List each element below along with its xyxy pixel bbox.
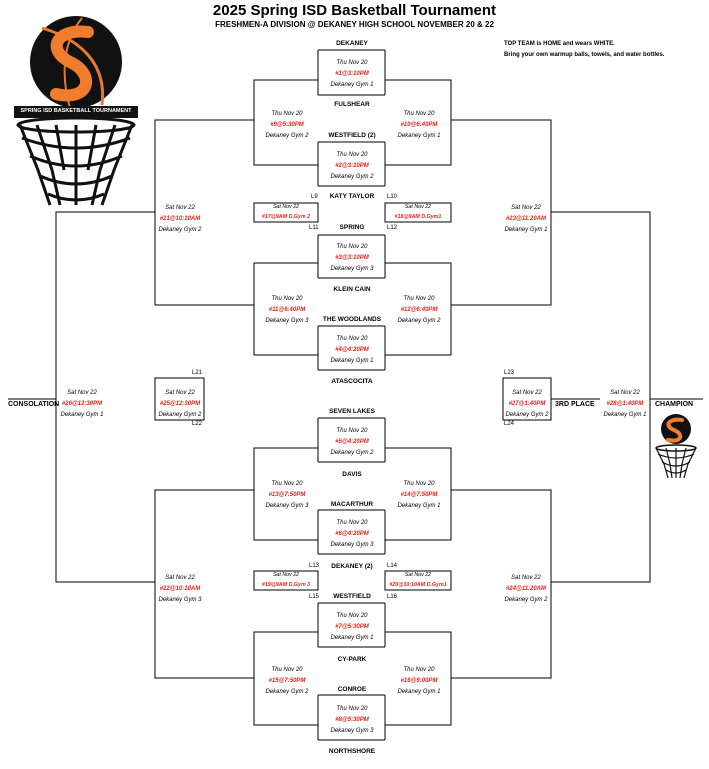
match-line-g9 <box>253 79 318 166</box>
label-l16: L16 <box>387 594 398 600</box>
team-dekaney: DEKANEY <box>336 40 368 47</box>
match-line-g1 <box>317 49 386 96</box>
team-cy-park: CY-PARK <box>337 656 367 663</box>
game-20: Sat Nov 22#20@10:10AM D.Gym1 <box>389 572 447 588</box>
match-line-g8 <box>317 694 386 741</box>
label-l24: L24 <box>504 421 515 427</box>
match-line-g5 <box>317 417 386 463</box>
match-line-g14 <box>385 447 452 541</box>
team-davis: DAVIS <box>342 471 362 478</box>
match-line-g3 <box>317 234 386 279</box>
match-line-g20 <box>384 570 452 591</box>
match-line-g26 <box>55 211 155 583</box>
match-line-g2 <box>317 141 386 187</box>
basketball-logo <box>14 16 138 206</box>
team-the-woodlands: THE WOODLANDS <box>322 316 382 323</box>
match-line-g7 <box>317 602 386 648</box>
champion-label: CHAMPION <box>655 401 694 408</box>
team-seven-lakes: SEVEN LAKES <box>329 408 375 415</box>
label-l14: L14 <box>387 563 398 569</box>
label-l15: L15 <box>309 594 320 600</box>
team-fulshear: FULSHEAR <box>334 101 370 108</box>
team-dekaney-2: DEKANEY (2) <box>331 563 373 570</box>
match-line-g13 <box>253 447 318 541</box>
team-klein-cain: KLEIN CAIN <box>333 286 371 293</box>
match-line-g24 <box>451 489 552 679</box>
match-line-g12 <box>385 262 452 356</box>
team-conroe: CONROE <box>337 686 367 693</box>
team-macarthur: MACARTHUR <box>330 501 374 508</box>
team-katy-taylor: KATY TAYLOR <box>329 193 375 200</box>
team-atascocita: ATASCOCITA <box>331 378 373 385</box>
note-warmup: Bring your own warmup balls, towels, and… <box>504 52 665 58</box>
label-l12: L12 <box>387 225 398 231</box>
label-l23: L23 <box>504 370 515 376</box>
team-westfield: WESTFIELD <box>333 593 371 600</box>
logo-caption: SPRING ISD BASKETBALL TOURNAMENT <box>20 108 132 114</box>
match-line-g6 <box>317 509 386 555</box>
match-line-g28 <box>551 211 651 583</box>
match-line-g17 <box>253 202 319 223</box>
label-l22: L22 <box>192 421 203 427</box>
champion-logo <box>655 414 697 479</box>
match-line-g19 <box>253 570 319 591</box>
game-17: Sat Nov 22#17@9AM D.Gym 2 <box>261 204 311 220</box>
team-northshore: NORTHSHORE <box>328 748 376 755</box>
game-19: Sat Nov 22#19@9AM D.Gym 3 <box>261 572 311 588</box>
match-line-g18 <box>384 202 452 223</box>
match-line-g22 <box>154 489 254 679</box>
page-title: 2025 Spring ISD Basketball Tournament <box>212 2 497 19</box>
label-l13: L13 <box>309 563 320 569</box>
note-home-team: TOP TEAM is HOME and wears WHITE. <box>504 41 615 47</box>
team-spring: SPRING <box>339 224 365 231</box>
match-line-g27 <box>502 377 552 421</box>
label-l21: L21 <box>192 370 203 376</box>
match-line-g10 <box>385 79 452 166</box>
label-l10: L10 <box>387 194 398 200</box>
label-l11: L11 <box>309 225 319 231</box>
match-line-g11 <box>253 262 318 356</box>
match-line-g25 <box>154 377 205 421</box>
page-subtitle: FRESHMEN-A DIVISION @ DEKANEY HIGH SCHOO… <box>215 20 494 29</box>
label-l9: L9 <box>311 194 318 200</box>
match-line-g4 <box>317 325 386 371</box>
game-18: Sat Nov 22#18@9AM D.Gym1 <box>394 204 442 220</box>
consolation-label: CONSOLATION <box>8 401 60 408</box>
team-westfield-2: WESTFIELD (2) <box>328 132 376 139</box>
third-place-label: 3RD PLACE <box>555 401 595 408</box>
